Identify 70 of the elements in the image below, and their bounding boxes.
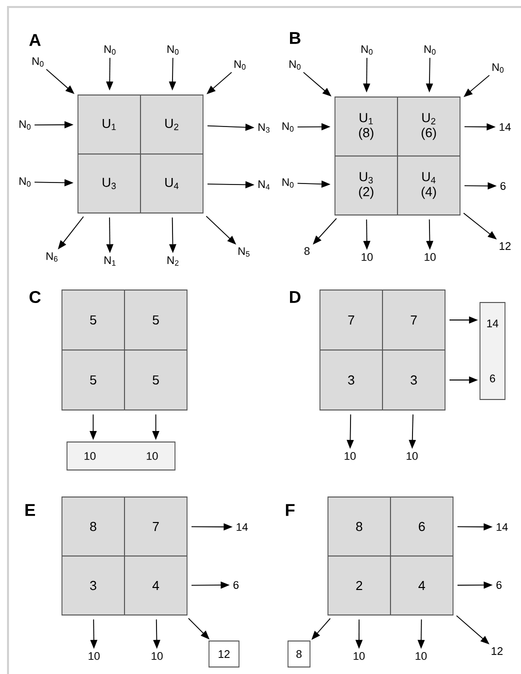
grid-cell: 3 [62,556,125,616]
output-box: 10 10 [66,442,176,470]
grid-cell: U$_{4}$ [140,154,204,214]
count-label: 6 [234,581,239,589]
count-label: 10 [406,452,418,460]
count-label: 10 [344,452,356,460]
count-label: 14 [500,123,511,131]
grid-cell: 5 [124,350,188,410]
count-label: N$_{0}$ [492,63,504,73]
output-box: 8 [288,640,310,668]
grid-cell: 5 [124,290,188,350]
grid-cell: U$_{4}$ (4) [397,156,460,216]
count-label: N$_{4}$ [258,180,270,190]
count-label: N$_{0}$ [20,120,31,130]
count-label: N$_{0}$ [104,45,116,55]
panel-letter: A [29,34,41,46]
grid-cell: 3 [320,350,383,410]
grid-cell: 8 [62,496,125,556]
grid-cell: 3 [382,350,446,410]
count-label: 6 [496,581,502,589]
count-label: N$_{0}$ [424,45,436,55]
count-label: N$_{3}$ [258,123,270,133]
count-label: 10 [152,652,163,660]
count-label: N$_{5}$ [238,247,250,257]
count-label: 12 [492,647,503,655]
grid-cell: U$_{1}$ [78,94,141,154]
grid-cell: U$_{2}$ (6) [397,96,460,156]
count-label: N$_{1}$ [104,256,116,266]
count-label: N$_{0}$ [290,60,301,70]
panel-letter: F [286,504,295,516]
count-label: 10 [416,652,427,660]
grid-cell: 5 [62,290,125,350]
count-label: N$_{0}$ [234,60,246,70]
grid-cell: 7 [382,290,446,350]
grid-cell: 4 [124,556,188,616]
count-label: N$_{0}$ [168,45,179,55]
count-label: N$_{0}$ [282,178,294,188]
count-label: N$_{6}$ [46,252,58,262]
grid-cell: U$_{1}$ (8) [334,96,398,156]
count-label: 10 [424,253,436,261]
grid-cell: 7 [124,496,188,556]
grid-cell: U$_{3}$ (2) [334,156,398,216]
panel-letter: C [30,290,41,304]
count-label: 12 [500,242,511,250]
count-label: 14 [236,523,248,531]
count-label: N$_{0}$ [20,177,31,187]
count-label: 10 [354,652,365,660]
grid-cell: 2 [328,556,391,616]
grid-cell: U$_{3}$ [78,154,141,214]
count-label: 10 [88,652,100,660]
output-box: 14 6 [480,302,506,400]
grid-cell: U$_{2}$ [140,94,204,154]
grid-cell: 6 [390,496,454,556]
arrow [456,615,490,644]
count-label: N$_{2}$ [168,256,178,266]
count-label: 14 [496,523,508,531]
count-label: 8 [304,247,310,255]
grid-cell: 5 [62,350,125,410]
grid-cell: 8 [328,496,391,556]
count-label: N$_{0}$ [282,122,294,132]
count-label: 10 [362,253,373,261]
count-label: N$_{0}$ [362,45,373,55]
panel-letter: B [290,32,300,44]
count-label: N$_{0}$ [32,57,44,67]
grid-cell: 7 [320,290,383,350]
output-box: 12 [208,640,240,668]
panel-letter: E [25,504,35,516]
panel-letter: D [290,291,300,303]
grid-cell: 4 [390,556,454,616]
count-label: 6 [500,182,506,190]
